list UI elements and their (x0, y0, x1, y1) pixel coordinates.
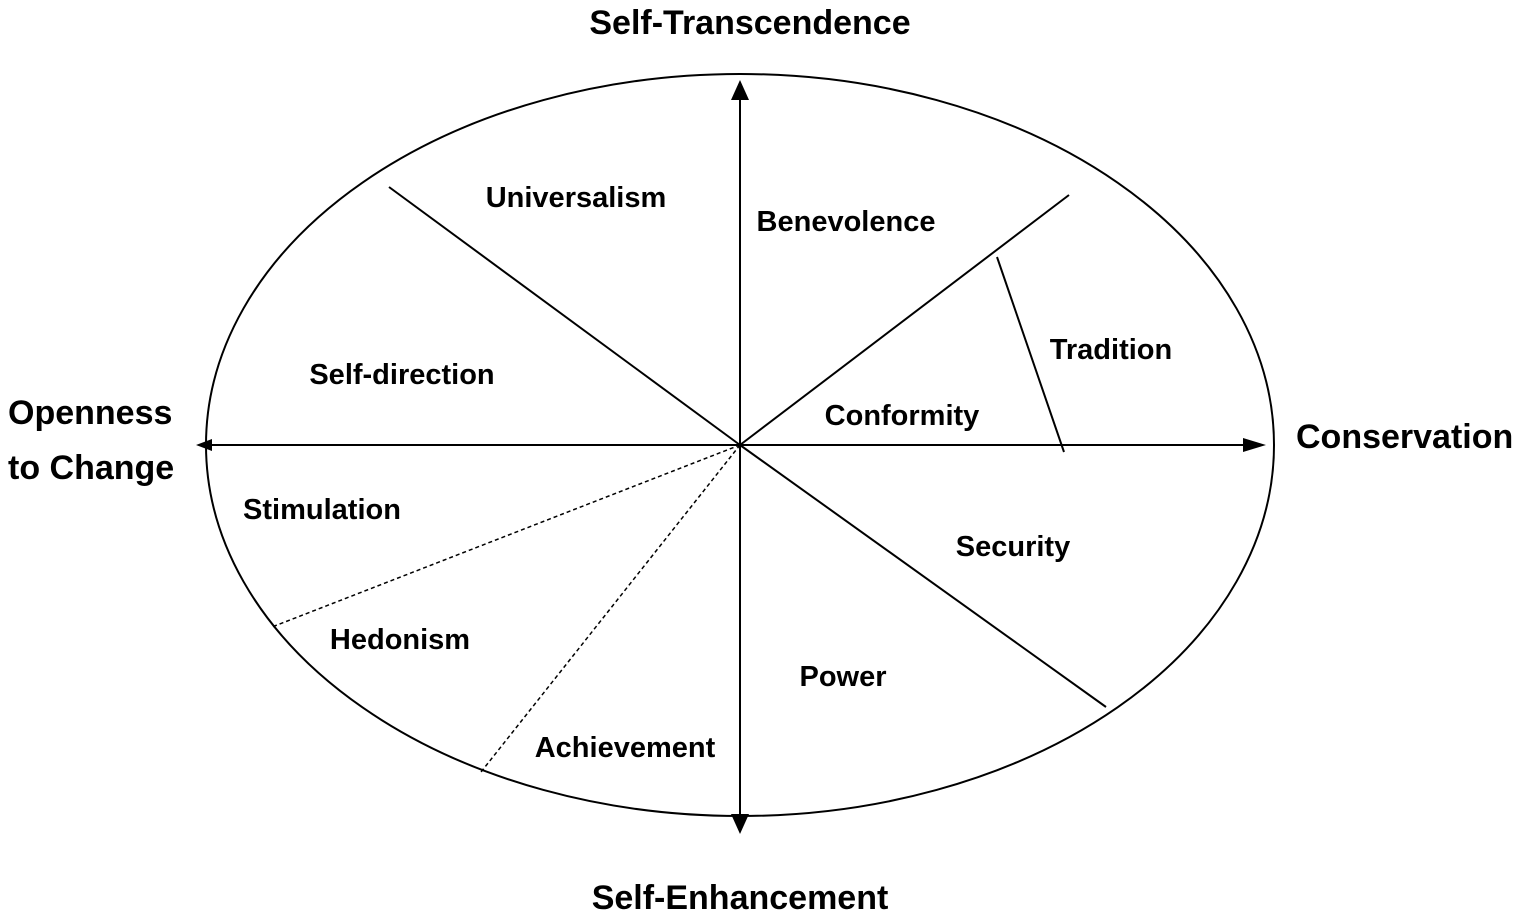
arrow-left-icon (196, 439, 212, 451)
value-label-security: Security (956, 531, 1070, 563)
axis-label-right: Conservation (1296, 418, 1513, 456)
value-label-stimulation: Stimulation (243, 494, 401, 526)
divider-hedonism-achievement (480, 444, 741, 773)
divider-benevolence-conformity (739, 194, 1070, 446)
value-label-power: Power (799, 661, 886, 693)
value-label-achievement: Achievement (535, 732, 716, 764)
axis-label-left-line2: to Change (8, 449, 174, 487)
divider-security-power (739, 444, 1107, 708)
arrow-right-icon (1243, 438, 1266, 452)
axis-label-left-line1: Openness (8, 394, 172, 432)
value-label-tradition: Tradition (1050, 334, 1172, 366)
divider-stimulation-hedonism (271, 444, 741, 628)
axis-label-bottom: Self-Enhancement (592, 879, 889, 917)
arrow-up-icon (731, 80, 749, 100)
divider-conformity-tradition (996, 256, 1065, 453)
axis-label-top: Self-Transcendence (589, 4, 910, 42)
divider-universalism-selfdirection (388, 186, 741, 446)
value-label-self-direction: Self-direction (309, 359, 494, 391)
value-label-benevolence: Benevolence (757, 206, 936, 238)
value-label-hedonism: Hedonism (330, 624, 470, 656)
arrow-down-icon (731, 814, 749, 834)
value-label-conformity: Conformity (825, 400, 980, 432)
value-label-universalism: Universalism (486, 182, 667, 214)
